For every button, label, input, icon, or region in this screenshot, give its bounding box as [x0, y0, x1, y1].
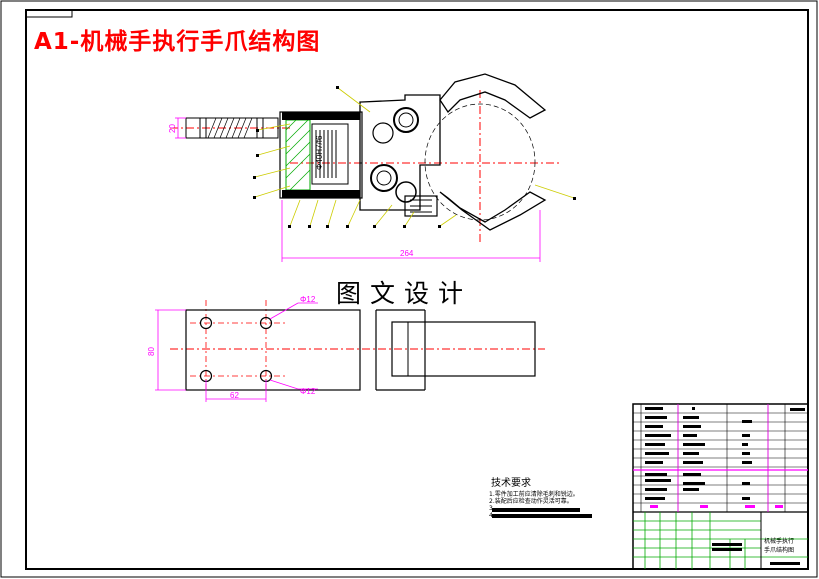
top-view	[155, 300, 545, 402]
dim-80: 80	[147, 347, 156, 356]
dim-phi12-bottom: Φ12	[300, 387, 316, 396]
dim-20: 20	[168, 124, 177, 133]
title-block-name-line-1: 机械手执行	[764, 538, 795, 545]
title-block-name-line-2: 手爪结构图	[764, 547, 795, 554]
upper-jaw	[439, 73, 547, 119]
tech-requirement-line-2: 2.装配后应检查动作灵活可靠。	[489, 498, 573, 505]
tech-requirement-line-3: 3.	[489, 505, 495, 512]
inner-frame	[25, 9, 809, 570]
design-subtitle: 图文设计	[336, 279, 473, 308]
corner-tab	[25, 9, 73, 18]
dim-264: 264	[400, 249, 414, 258]
tech-requirements-title: 技术要求	[491, 478, 531, 489]
dim-phi12-top: Φ12	[300, 295, 316, 304]
front-view: Φ40H7/f6	[170, 73, 576, 262]
rod	[391, 321, 536, 377]
title-block	[632, 403, 809, 570]
workpiece-circle	[424, 103, 536, 221]
svg-text:Φ40H7/f6: Φ40H7/f6	[315, 135, 324, 170]
lower-jaw	[439, 191, 547, 231]
housing	[359, 94, 441, 211]
base-plate	[185, 309, 361, 391]
dim-62: 62	[230, 391, 239, 400]
drawing-title: A1-机械手执行手爪结构图	[34, 29, 321, 55]
tech-requirement-line-4: 4.	[489, 512, 495, 519]
tech-requirement-line-1: 1.零件加工前应清除毛刺和锐边。	[489, 491, 579, 498]
